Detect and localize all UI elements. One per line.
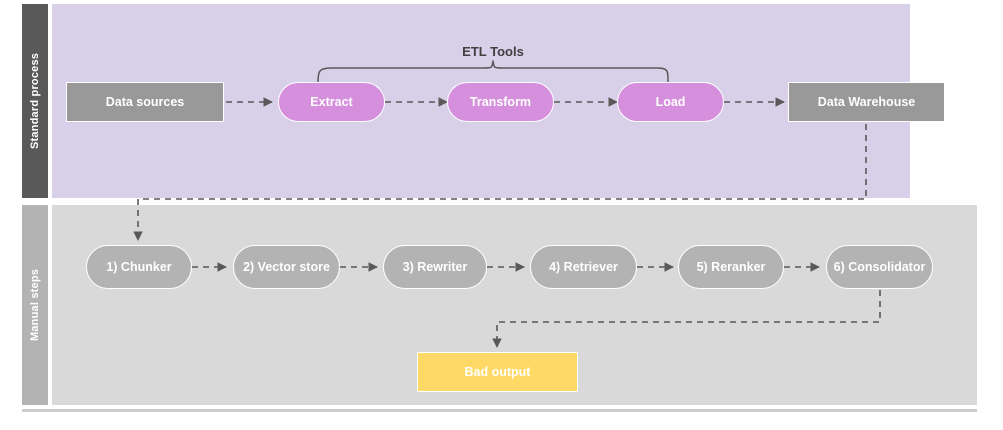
lane-manual-steps-header: Manual steps bbox=[22, 205, 48, 405]
node-vector-store[interactable]: 2) Vector store bbox=[233, 245, 340, 289]
node-retriever[interactable]: 4) Retriever bbox=[530, 245, 637, 289]
lane-manual-steps-label: Manual steps bbox=[29, 268, 41, 342]
node-data-sources[interactable]: Data sources bbox=[66, 82, 224, 122]
node-consolidator[interactable]: 6) Consolidator bbox=[826, 245, 933, 289]
etl-tools-label: ETL Tools bbox=[462, 44, 524, 59]
node-extract[interactable]: Extract bbox=[278, 82, 385, 122]
node-load[interactable]: Load bbox=[617, 82, 724, 122]
node-chunker[interactable]: 1) Chunker bbox=[86, 245, 192, 289]
lane-standard-process-header: Standard process bbox=[22, 4, 48, 198]
node-bad-output[interactable]: Bad output bbox=[417, 352, 578, 392]
node-rewriter[interactable]: 3) Rewriter bbox=[383, 245, 487, 289]
node-reranker[interactable]: 5) Reranker bbox=[678, 245, 784, 289]
node-data-warehouse[interactable]: Data Warehouse bbox=[788, 82, 945, 122]
lane-standard-process-label: Standard process bbox=[29, 52, 41, 150]
bottom-divider bbox=[22, 409, 977, 412]
node-transform[interactable]: Transform bbox=[447, 82, 554, 122]
